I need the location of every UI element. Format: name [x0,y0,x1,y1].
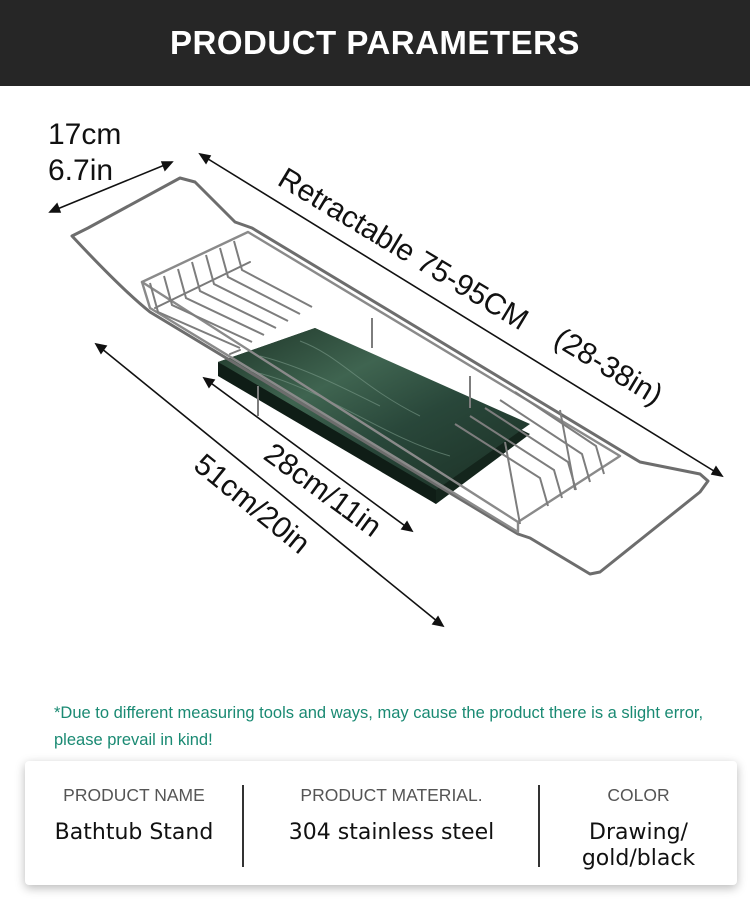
width-in-label: 6.7in [48,154,113,187]
column-divider [242,785,244,867]
retractable-label: Retractable 75-95CM [272,162,533,337]
marble-board [218,328,530,504]
support-legs [257,318,471,416]
param-product-material: PRODUCT MATERIAL. 304 stainless steel [243,761,540,885]
param-value: 304 stainless steel [288,820,495,845]
param-label: PRODUCT NAME [63,785,205,805]
page-title: PRODUCT PARAMETERS [170,24,580,61]
retractable-in-label: (28-38in) [548,322,668,412]
param-color: COLOR Drawing/ gold/black [540,761,737,885]
param-value: Drawing/ gold/black [581,820,696,871]
param-label: COLOR [607,785,670,805]
dimension-arrows [48,152,724,628]
product-diagram: 17cm 6.7in Retractable 75-95CM (28-38in)… [48,118,724,628]
header-banner: PRODUCT PARAMETERS [0,0,750,86]
param-value: Bathtub Stand [54,820,214,845]
param-label: PRODUCT MATERIAL. [300,785,483,805]
basket-wires-left [149,240,313,349]
width-cm-label: 17cm [48,118,121,151]
param-product-name: PRODUCT NAME Bathtub Stand [25,761,243,885]
product-parameters-card: PRODUCT NAME Bathtub Stand PRODUCT MATER… [25,761,737,885]
bathtub-rack-frame [70,176,710,576]
measurement-disclaimer: *Due to different measuring tools and wa… [54,704,704,749]
basket-wires-right [454,391,605,525]
column-divider [538,785,540,867]
